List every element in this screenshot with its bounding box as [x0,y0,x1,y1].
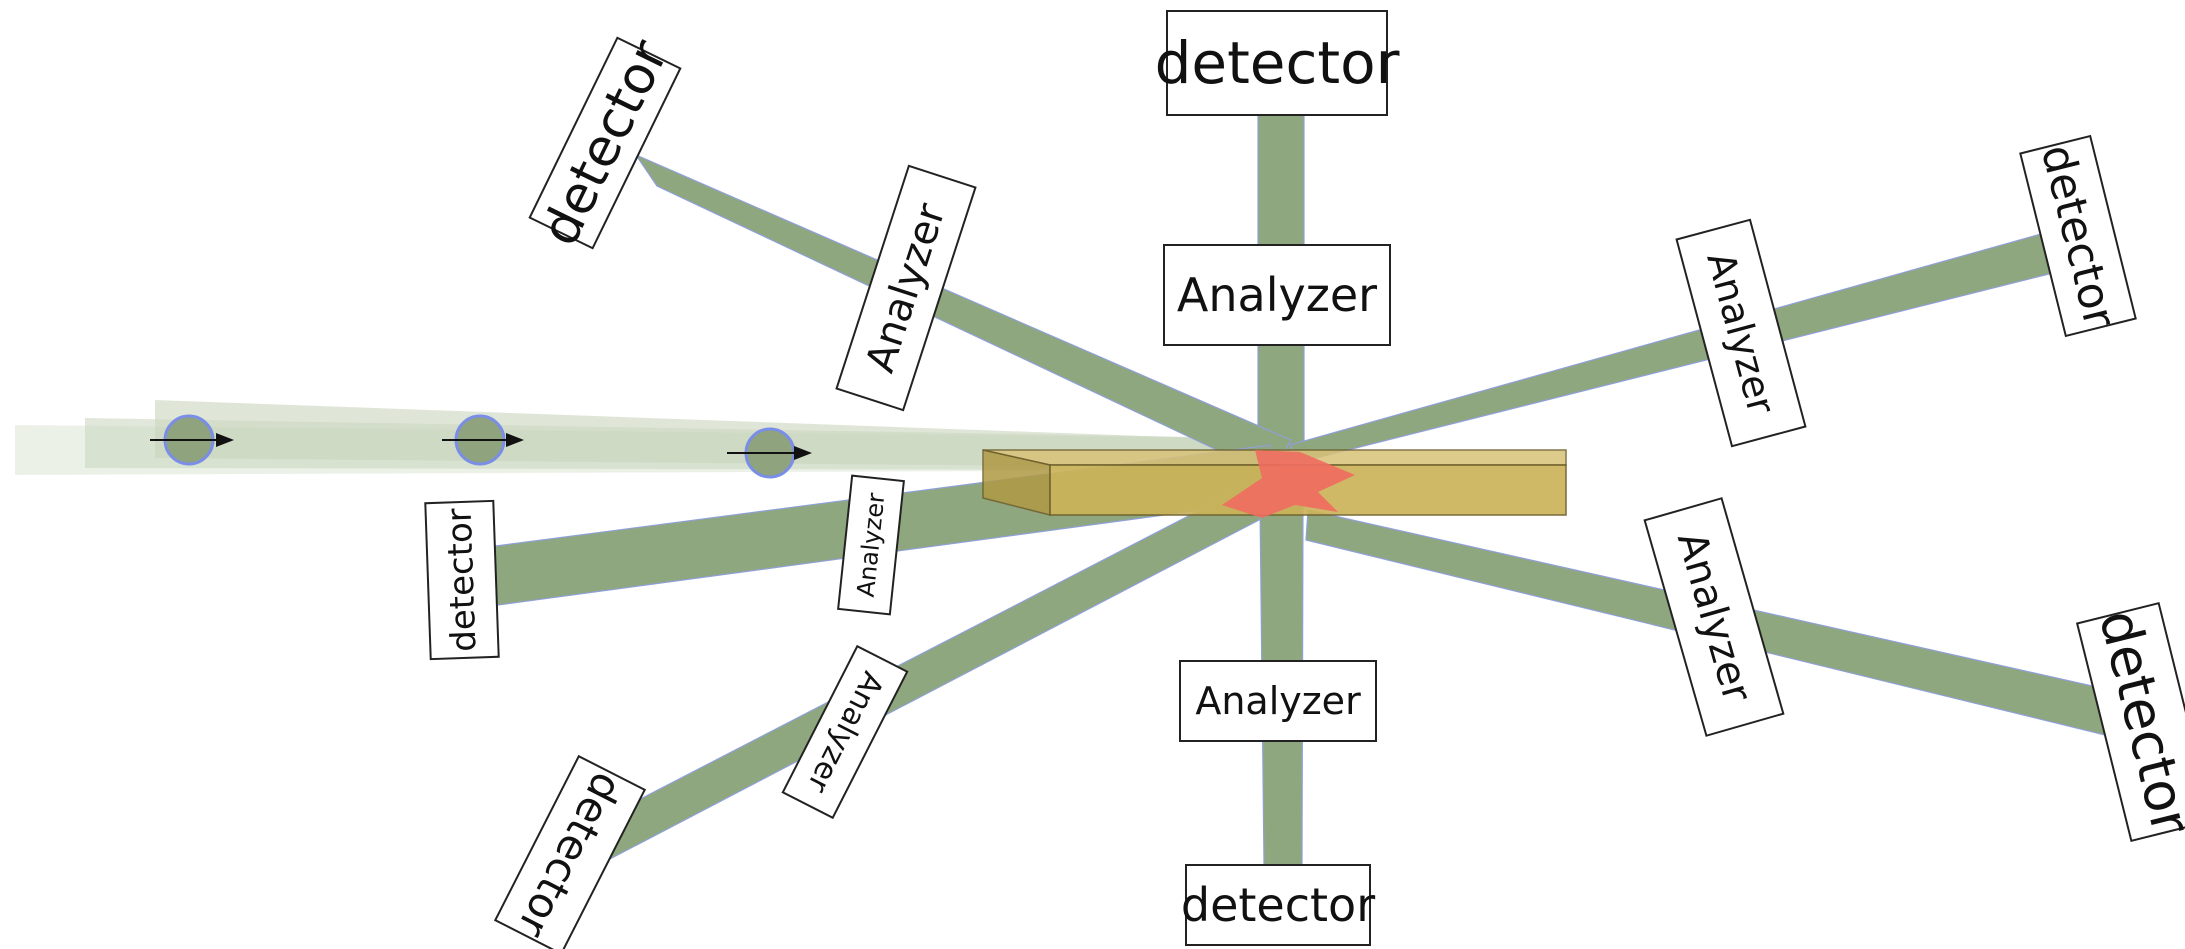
detector-upper-left[interactable]: detector [525,28,684,257]
arrow-right-icon [506,433,524,447]
detector-bottom[interactable]: detector [1181,864,1375,946]
arrow-right-icon [794,446,812,460]
illuminated-spot [1222,450,1355,518]
detector-label: detector [440,508,485,653]
detector-left[interactable]: detector [424,499,500,661]
arrow-right-icon [216,433,234,447]
arm-top: detector Analyzer [1155,10,1400,346]
arm-bottom: Analyzer detector [1179,660,1377,946]
analyzer-upper-left[interactable]: Analyzer [835,164,977,412]
incident-particles [150,414,812,479]
detector-label: detector [1181,878,1375,932]
detector-top[interactable]: detector [1155,10,1400,116]
analyzer-bottom[interactable]: Analyzer [1179,660,1377,742]
analyzer-left[interactable]: Analyzer [837,474,905,616]
detector-label: detector [1155,29,1400,97]
arm-left: detector Analyzer [424,474,905,661]
incident-beam [15,400,1255,475]
beam-upper-right [1289,231,2058,463]
detector-upper-right[interactable]: detector [2019,134,2137,338]
analyzer-top[interactable]: Analyzer [1163,244,1391,346]
analyzer-label: Analyzer [1195,679,1361,723]
analyzer-label: Analyzer [1177,268,1377,322]
